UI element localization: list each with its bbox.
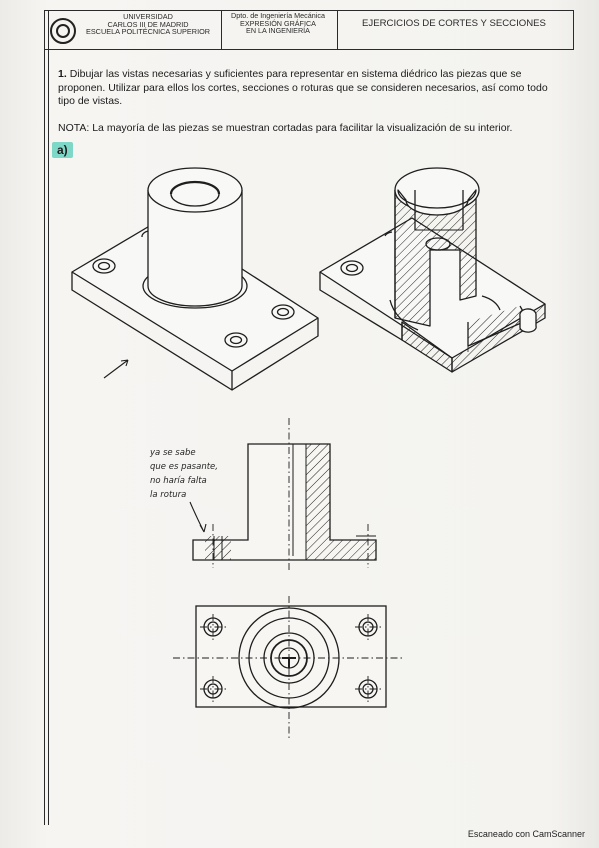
exercise-note: NOTA: La mayoría de las piezas se muestr…	[58, 122, 513, 134]
page-title: EJERCICIOS DE CORTES Y SECCIONES	[362, 18, 546, 29]
part-label: a)	[52, 142, 73, 158]
margin-line	[44, 10, 46, 825]
scanner-watermark: Escaneado con CamScanner	[467, 829, 585, 839]
margin-line	[48, 10, 50, 825]
exercise-number: 1.	[58, 68, 67, 80]
header-box	[44, 10, 574, 50]
university-name: UNIVERSIDAD CARLOS III DE MADRID ESCUELA…	[85, 12, 211, 37]
handwritten-note: ya se sabe que es pasante, no haría falt…	[150, 448, 218, 500]
department-name: Dpto. de Ingeniería Mecánica EXPRESIÓN G…	[231, 11, 325, 36]
university-logo	[50, 18, 76, 44]
exercise-statement: 1. Dibujar las vistas necesarias y sufic…	[58, 68, 548, 108]
